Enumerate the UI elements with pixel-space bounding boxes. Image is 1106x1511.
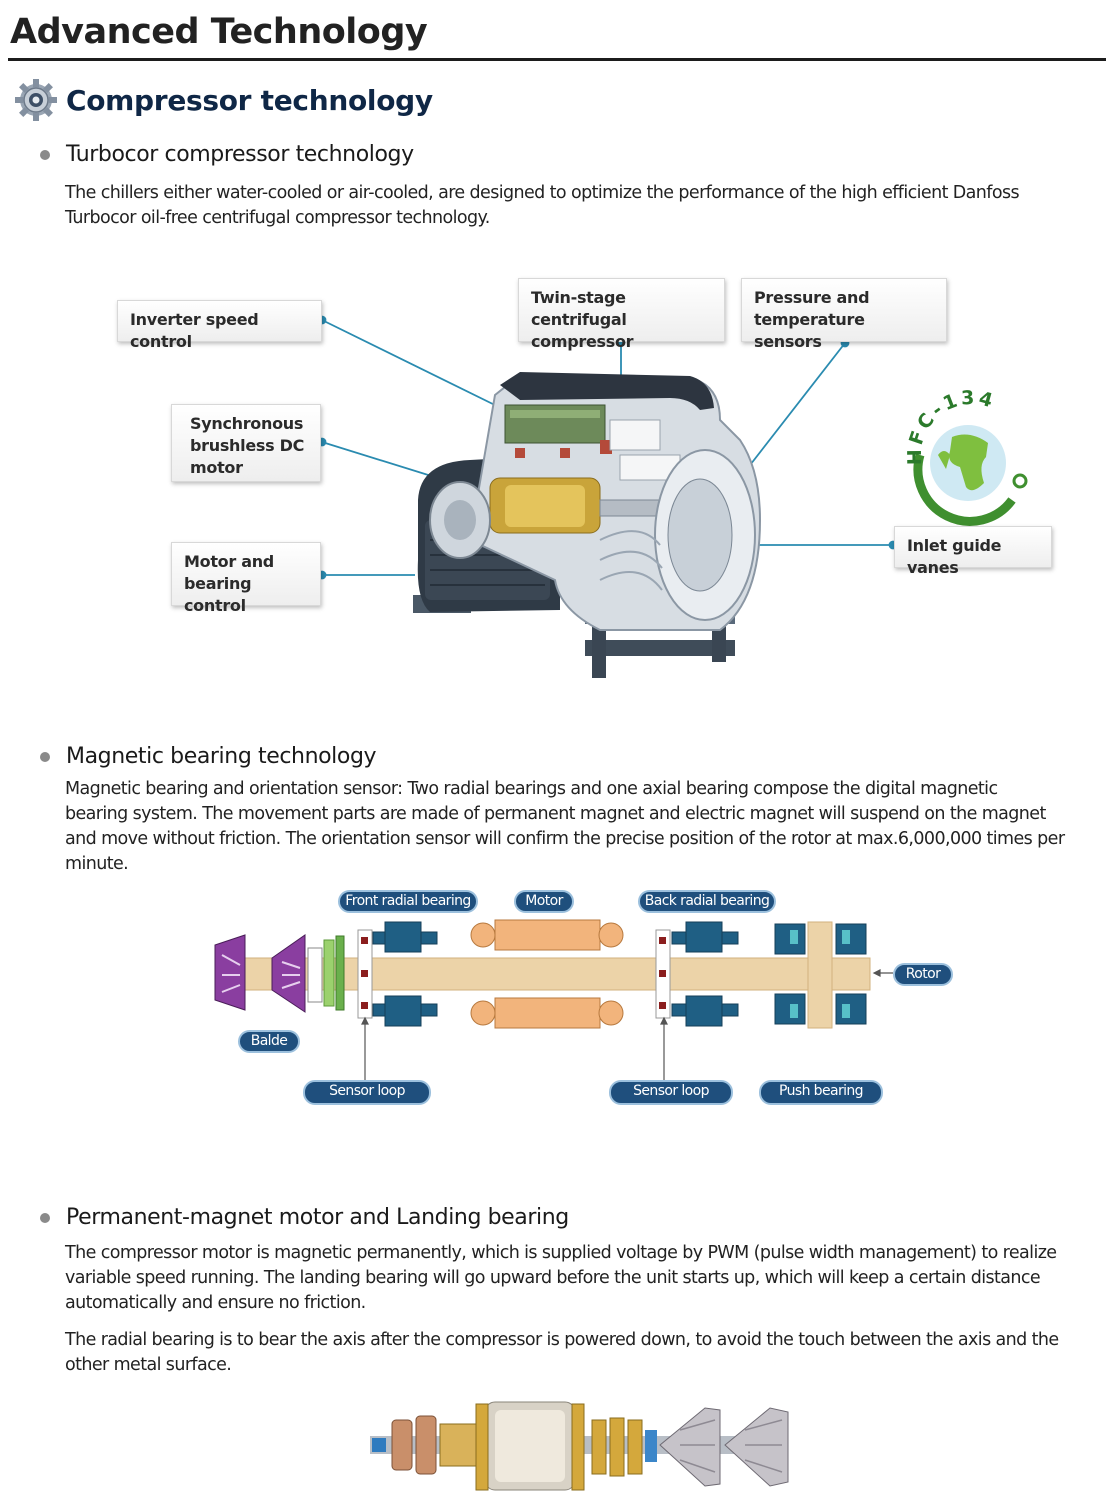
gear-icon [15,79,57,121]
callout-motor-bearing-control: Motor and bearing control [171,542,321,615]
hfc-134-badge: HFC-134 [904,387,1028,526]
turbocor-heading: Turbocor compressor technology [66,142,414,167]
bullet-icon [40,1212,50,1223]
label-push-bearing: Push bearing [759,1080,883,1105]
label-rotor: Rotor [893,963,953,986]
bullet-icon [40,751,50,762]
permanent-heading: Permanent-magnet motor and Landing beari… [66,1205,569,1230]
turbocor-heading-row: Turbocor compressor technology [40,142,414,167]
section-title: Compressor technology [66,83,433,117]
callout-synchronous-motor: Synchronous brushless DC motor [171,404,321,482]
callout-inlet-guide-vanes: Inlet guide vanes [894,526,1052,577]
magnetic-heading: Magnetic bearing technology [66,744,377,769]
label-front-radial-bearing: Front radial bearing [338,890,478,913]
label-back-radial-bearing: Back radial bearing [638,890,776,913]
bullet-icon [40,149,50,160]
page-title: Advanced Technology [10,12,428,52]
label-motor: Motor [514,890,574,913]
callout-twin-stage-compressor: Twin-stage centrifugal compressor [518,278,725,351]
title-divider [8,58,1106,61]
permanent-body-2: The radial bearing is to bear the axis a… [65,1330,1059,1375]
callout-inverter-speed-control: Inverter speed control [117,300,322,351]
magnetic-body: Magnetic bearing and orientation sensor:… [65,779,1065,874]
section-header: Compressor technology [14,76,433,124]
label-sensor-loop-back: Sensor loop [609,1080,733,1105]
label-blade: Balde [238,1030,300,1053]
callout-pressure-temperature-sensors: Pressure and temperature sensors [741,278,947,351]
turbocor-body: The chillers either water-cooled or air-… [65,183,1020,228]
permanent-body-1: The compressor motor is magnetic permane… [65,1243,1057,1313]
permanent-heading-row: Permanent-magnet motor and Landing beari… [40,1205,569,1230]
magnetic-heading-row: Magnetic bearing technology [40,744,377,769]
label-sensor-loop-front: Sensor loop [303,1080,431,1105]
